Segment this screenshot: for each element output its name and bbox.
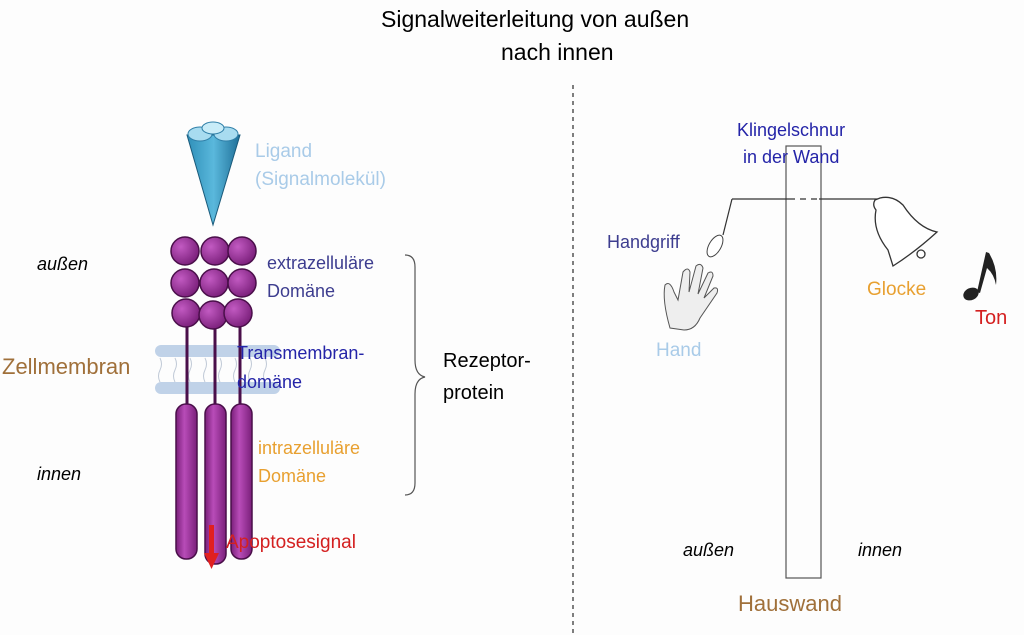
tone-label: Ton <box>975 307 1008 329</box>
hand-label: Hand <box>656 340 702 361</box>
title-line-2: nach innen <box>501 39 614 65</box>
wall-rectangle <box>785 145 822 579</box>
apoptosis-signal-label: Apoptosesignal <box>226 532 356 553</box>
handle-icon <box>706 234 724 258</box>
receptor-label-2: protein <box>443 382 505 404</box>
cord-label: Klingelschnur <box>737 120 846 140</box>
handle-label: Handgriff <box>607 232 680 252</box>
membrane-label: Zellmembran <box>2 354 131 379</box>
extracellular-label: extrazelluläre <box>267 253 375 273</box>
ligand-label: Ligand <box>255 141 313 162</box>
title-line-1: Signalweiterleitung von außen <box>381 6 690 32</box>
outside-label-left: außen <box>37 254 89 274</box>
music-note-icon <box>963 252 997 301</box>
transmembrane-label-2: domäne <box>237 372 303 392</box>
ligand-icon <box>186 121 241 227</box>
down-arrow-icon <box>204 525 219 569</box>
hand-icon <box>663 263 719 331</box>
outside-label-right: außen <box>683 540 735 560</box>
receptor-label: Rezeptor- <box>443 350 531 372</box>
intracellular-label-2: Domäne <box>258 466 327 486</box>
ligand-sublabel: (Signalmolekül) <box>255 169 386 190</box>
inside-label-left: innen <box>37 464 82 484</box>
bell-label: Glocke <box>867 279 927 300</box>
transmembrane-label: Transmembran- <box>237 343 365 363</box>
intracellular-label: intrazelluläre <box>258 438 361 458</box>
wall-label: Hauswand <box>738 591 842 616</box>
receptor-protein-icon <box>170 236 257 565</box>
extracellular-label-2: Domäne <box>267 281 336 301</box>
inside-label-right: innen <box>858 540 903 560</box>
bell-cord <box>722 198 878 236</box>
bell-icon <box>873 196 939 268</box>
brace <box>404 254 426 496</box>
cord-label-2: in der Wand <box>743 147 840 167</box>
